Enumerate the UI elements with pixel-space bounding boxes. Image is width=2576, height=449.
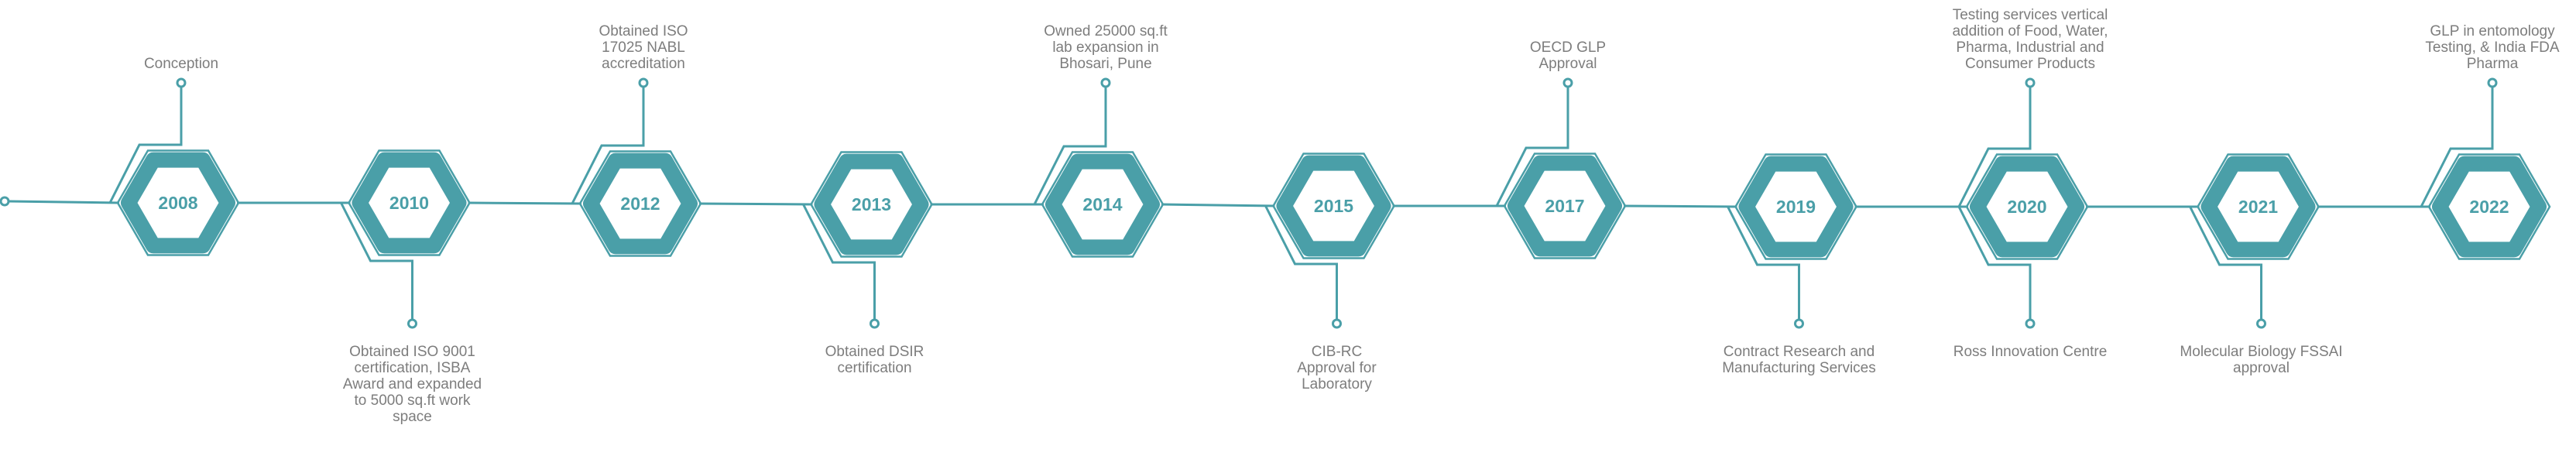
milestone-2013: 2013 <box>802 151 933 329</box>
hexagon-ring <box>814 153 929 255</box>
hexagon-core <box>1529 175 1600 237</box>
milestone-2012: 2012 <box>571 77 702 257</box>
milestone-label-2017: OECD GLP Approval <box>1529 39 1607 72</box>
leader-line-bottom <box>2189 206 2262 324</box>
hexagon-core <box>835 173 907 235</box>
milestone-label-2010: Obtained ISO 9001 certification, ISBA Aw… <box>342 344 482 425</box>
hexagon-ring <box>583 153 698 255</box>
leader-line-bottom <box>1957 206 2032 324</box>
milestone-2021: 2021 <box>2189 153 2320 329</box>
hexagon-ring <box>1045 153 1160 255</box>
milestone-label-2022: GLP in entomology Testing, & India FDA P… <box>2425 23 2560 72</box>
milestone-year: 2012 <box>620 194 660 214</box>
milestone-label-2013: Obtained DSIR certification <box>825 344 924 376</box>
hexagon-core <box>1298 175 1370 237</box>
milestone-2019: 2019 <box>1727 153 1857 329</box>
milestone-label-2021: Molecular Biology FSSAI approval <box>2180 344 2343 376</box>
milestone-year: 2015 <box>1314 196 1353 216</box>
timeline-connector <box>8 200 120 204</box>
milestone-label-2015: CIB-RC Approval for Laboratory <box>1297 344 1377 392</box>
leader-line-bottom <box>802 204 876 324</box>
leader-line-bottom <box>340 202 413 324</box>
milestone-year: 2021 <box>2238 197 2278 217</box>
leader-line-top <box>571 83 645 204</box>
hexagon-core <box>2454 176 2525 238</box>
leader-pin <box>1562 77 1573 88</box>
milestone-2010: 2010 <box>340 149 471 329</box>
timeline-connector <box>1623 204 1737 208</box>
milestone-2008: 2008 <box>108 77 240 256</box>
leader-pin <box>1100 77 1111 88</box>
hexagon-outline <box>1041 151 1165 258</box>
timeline-connector <box>1161 203 1275 207</box>
leader-line-bottom <box>1264 205 1338 324</box>
hexagon-ring <box>1276 155 1391 257</box>
hexagon-core <box>2222 176 2294 238</box>
milestone-year: 2019 <box>1776 197 1816 217</box>
milestone-2014: 2014 <box>1033 77 1165 258</box>
hexagon-ring <box>2432 156 2547 258</box>
hexagon-core <box>605 173 676 235</box>
leader-line-top <box>108 83 183 204</box>
timeline-start-node <box>0 196 10 207</box>
hexagon-core <box>142 172 214 234</box>
milestone-year: 2013 <box>852 194 891 214</box>
hexagon-core <box>1991 176 2063 238</box>
hexagon-core <box>373 172 445 234</box>
leader-pin <box>2025 77 2036 88</box>
leader-line-top <box>1957 83 2032 207</box>
leader-pin <box>1794 318 1804 329</box>
milestone-label-2014: Owned 25000 sq.ft lab expansion in Bhosa… <box>1044 23 1168 72</box>
milestone-label-2020-bottom: Ross Innovation Centre <box>1953 344 2108 360</box>
leader-line-top <box>1033 83 1107 205</box>
hexagon-ring <box>1970 156 2084 258</box>
leader-pin <box>870 318 880 329</box>
milestone-label-2008: Conception <box>143 56 219 72</box>
hexagon-outline <box>1503 153 1627 259</box>
leader-line-top <box>2420 83 2494 207</box>
hexagon-outline <box>2427 153 2551 260</box>
leader-pin <box>176 77 187 88</box>
milestone-year: 2010 <box>389 193 429 213</box>
milestone-year: 2022 <box>2469 197 2509 217</box>
hexagon-outline <box>1734 153 1857 260</box>
milestone-year: 2020 <box>2007 197 2046 217</box>
hexagon-ring <box>121 152 235 254</box>
leader-line-bottom <box>1727 206 1800 324</box>
hexagon-ring <box>1508 155 1622 257</box>
hexagon-outline <box>116 149 240 256</box>
hexagon-outline <box>1965 153 2089 260</box>
milestone-label-2020: Testing services vertical addition of Fo… <box>1952 7 2108 72</box>
leader-pin <box>2487 77 2498 88</box>
milestone-year: 2008 <box>158 193 197 213</box>
hexagon-outline <box>810 151 933 258</box>
hexagon-outline <box>1272 153 1395 259</box>
hexagon-ring <box>352 152 467 254</box>
hexagon-outline <box>2197 153 2320 260</box>
leader-pin <box>407 318 417 329</box>
leader-pin <box>638 77 649 88</box>
leader-pin <box>1332 318 1342 329</box>
hexagon-outline <box>348 149 471 256</box>
hexagon-outline <box>578 150 702 257</box>
milestone-2020: 2020 <box>1957 77 2089 329</box>
milestone-year: 2017 <box>1545 196 1584 216</box>
milestone-2015: 2015 <box>1264 153 1395 329</box>
leader-pin <box>2025 318 2036 329</box>
milestone-2022: 2022 <box>2420 77 2551 260</box>
hexagon-ring <box>1738 156 1854 258</box>
hexagon-ring <box>2200 156 2316 258</box>
milestone-year: 2014 <box>1082 194 1122 214</box>
leader-line-top <box>1495 83 1569 207</box>
timeline-connector <box>468 201 582 205</box>
hexagon-core <box>1067 173 1138 235</box>
milestone-2017: 2017 <box>1495 77 1627 259</box>
milestone-label-2012: Obtained ISO 17025 NABL accreditation <box>599 23 688 72</box>
milestone-label-2019: Contract Research and Manufacturing Serv… <box>1722 344 1876 376</box>
hexagon-core <box>1760 176 1832 238</box>
leader-pin <box>2256 318 2266 329</box>
